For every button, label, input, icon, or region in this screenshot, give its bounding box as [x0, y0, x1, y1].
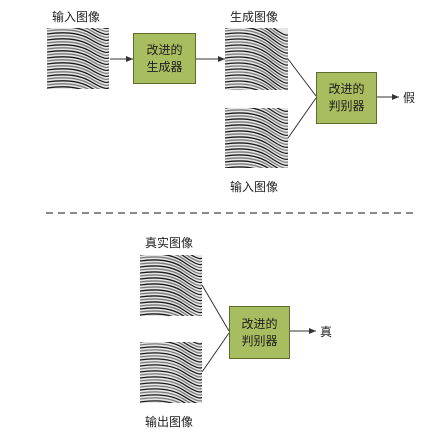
- discriminator-label-line2: 判别器: [241, 333, 278, 348]
- real-output-label: 真: [320, 325, 333, 339]
- output-image-label: 输出图像: [145, 415, 194, 429]
- line-input-to-discriminator: [287, 97, 317, 139]
- input-image-2: [225, 108, 288, 168]
- improved-discriminator-box-top: 改进的 判别器: [316, 72, 377, 124]
- input-image-label: 输入图像: [52, 10, 101, 24]
- real-image: [140, 255, 202, 316]
- input-image-label-2: 输入图像: [230, 180, 279, 194]
- generator-label-line1: 改进的: [146, 42, 183, 57]
- output-image: [140, 342, 202, 403]
- real-image-label: 真实图像: [145, 236, 194, 250]
- discriminator-label-line1: 改进的: [241, 316, 278, 331]
- generated-image: [225, 28, 288, 90]
- line-output-to-discriminator: [201, 332, 230, 373]
- improved-discriminator-box-bottom: 改进的 判别器: [229, 306, 290, 359]
- input-image: [47, 28, 109, 89]
- discriminator-label-line2: 判别器: [328, 99, 365, 113]
- fake-output-label: 假: [403, 91, 416, 105]
- improved-generator-box: 改进的 生成器: [133, 33, 196, 84]
- generator-label-line2: 生成器: [146, 59, 183, 74]
- line-generated-to-discriminator: [287, 58, 317, 97]
- discriminator-label-line1: 改进的: [328, 82, 365, 96]
- line-real-to-discriminator: [201, 284, 230, 332]
- generated-image-label: 生成图像: [230, 10, 279, 24]
